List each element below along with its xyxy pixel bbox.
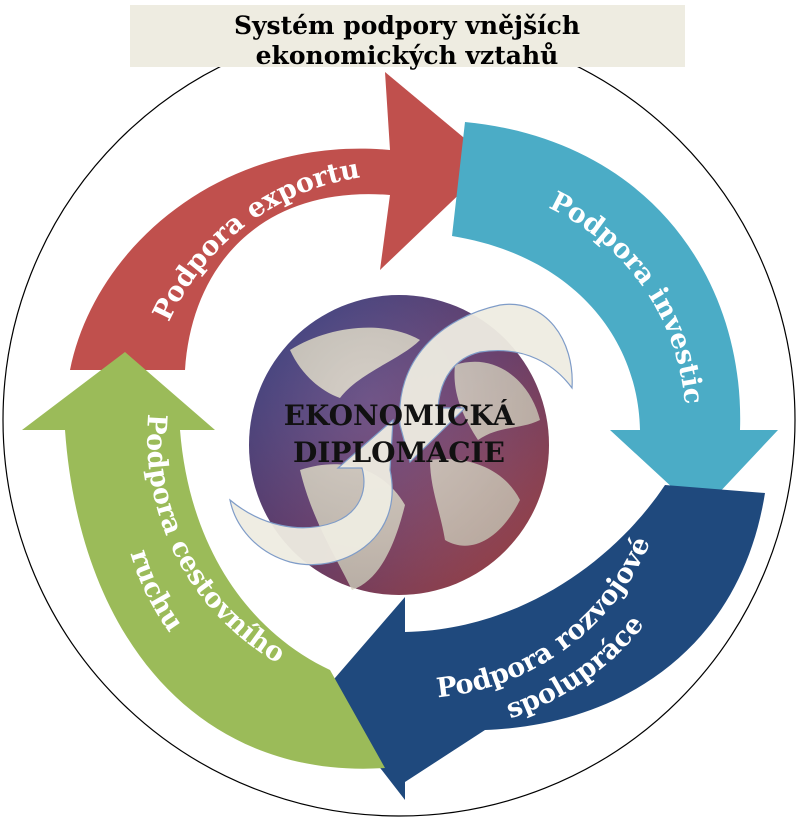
title-box xyxy=(130,5,685,67)
center-arrow-bottom xyxy=(229,418,394,566)
globe xyxy=(249,295,549,595)
center-line-1: EKONOMICKÁ xyxy=(284,399,516,432)
center-line-2: DIPLOMACIE xyxy=(293,436,505,469)
arrow-export xyxy=(70,72,493,370)
title-line-2: ekonomických vztahů xyxy=(256,41,559,70)
arrow-cestovni xyxy=(22,352,385,769)
arrow-investice xyxy=(452,122,778,513)
arrow-rozvoj xyxy=(322,485,765,800)
title-line-1: Systém podpory vnějších xyxy=(234,11,580,40)
center-arrow-top xyxy=(399,303,573,464)
